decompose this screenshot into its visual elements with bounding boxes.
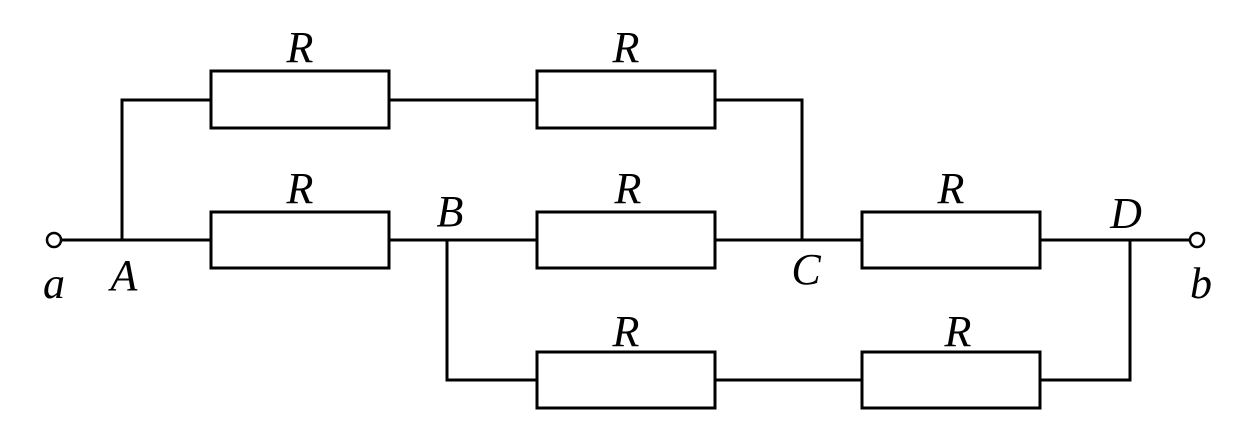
label-resistor-a-to-b: R	[286, 164, 314, 213]
terminal-a-icon	[45, 231, 63, 249]
resistor-top-right	[535, 69, 717, 130]
resistor-c-to-d	[860, 210, 1042, 270]
wire-top-branch-left	[120, 98, 213, 242]
resistor-top-left	[209, 69, 391, 130]
label-resistor-c-to-d: R	[937, 164, 965, 213]
wire-bottom-branch-left	[445, 238, 539, 382]
label-resistor-b-to-c: R	[614, 164, 642, 213]
terminal-b-icon	[1188, 231, 1206, 249]
node-label-b-terminal: b	[1190, 259, 1212, 308]
node-label-D: D	[1109, 189, 1142, 238]
node-label-C: C	[791, 245, 821, 294]
label-resistor-bottom-right: R	[944, 307, 972, 356]
label-resistor-top-right: R	[612, 23, 640, 72]
label-resistor-bottom-left: R	[612, 307, 640, 356]
node-label-B: B	[437, 187, 464, 236]
resistor-bottom-left	[535, 350, 717, 410]
resistor-b-to-c	[535, 210, 717, 270]
resistor-bottom-right	[860, 350, 1042, 410]
resistor-a-to-b	[209, 210, 391, 270]
node-label-a-terminal: a	[43, 259, 65, 308]
wire-top-branch-right	[713, 98, 804, 242]
label-resistor-top-left: R	[286, 23, 314, 72]
node-label-A: A	[108, 251, 139, 300]
wire-bottom-branch-right	[1038, 238, 1132, 382]
